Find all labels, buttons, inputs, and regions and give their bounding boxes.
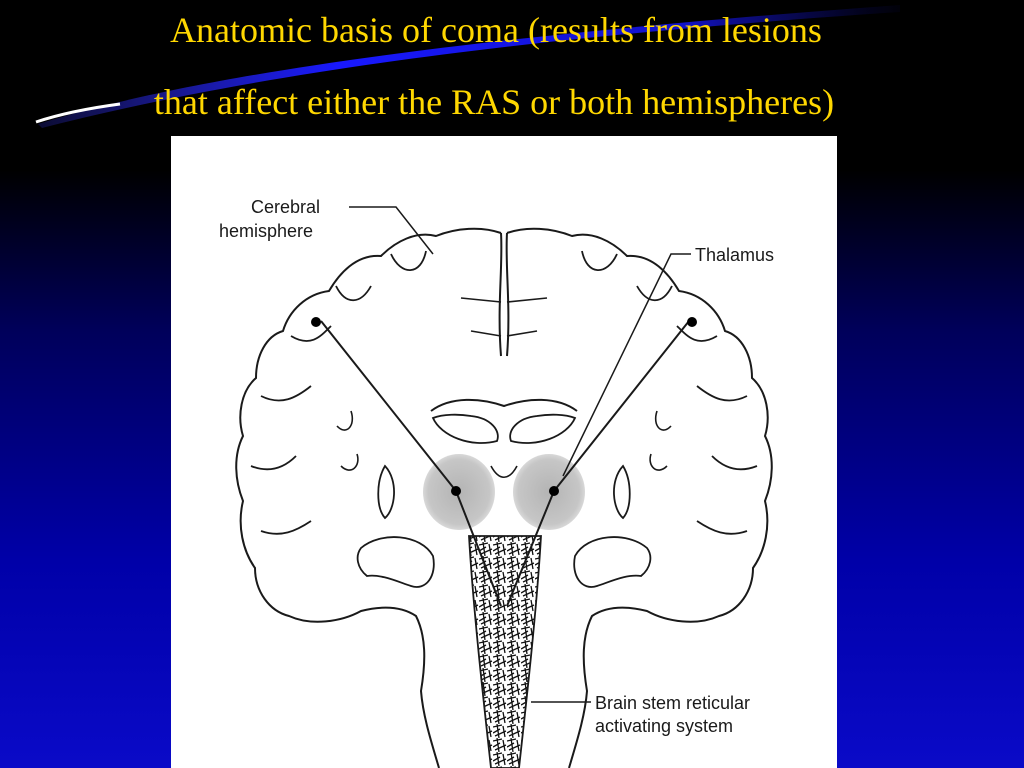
brain-diagram (235, 206, 773, 768)
thalamus-leader-line (562, 253, 691, 477)
brain-coronal-section-figure: Cerebral hemisphere Thalamus Brain stem … (171, 136, 837, 768)
decorative-swoosh (35, 5, 900, 128)
brain-stem-ras (468, 535, 542, 768)
slide-title-line-1: Anatomic basis of coma (results from les… (170, 10, 822, 50)
left-hemisphere-outline (235, 227, 502, 768)
cerebral-hemisphere-label-line-2: hemisphere (219, 221, 314, 241)
right-hemisphere-outline (506, 227, 773, 768)
right-cortex-dot (687, 317, 697, 327)
right-thalamus (513, 454, 585, 530)
cerebral-hemisphere-label-line-1: Cerebral (251, 197, 321, 217)
corpus-callosum (430, 398, 578, 412)
ras-label-line-1: Brain stem reticular (595, 693, 751, 713)
left-putamen (377, 464, 395, 520)
left-cortex-dot (311, 317, 321, 327)
left-thalamus-dot (451, 486, 461, 496)
cerebral-leader-line (349, 206, 434, 255)
slide-title-line-2: that affect either the RAS or both hemis… (153, 82, 835, 122)
ras-label-line-2: activating system (595, 716, 734, 736)
longitudinal-fissure (498, 232, 510, 357)
right-putamen (613, 464, 631, 520)
thalamus-label: Thalamus (695, 245, 775, 265)
right-ventricle (509, 413, 577, 444)
right-temporal-lobe (573, 536, 652, 588)
left-temporal-lobe (356, 536, 435, 588)
left-ventricle (431, 413, 499, 444)
right-thalamus-dot (549, 486, 559, 496)
